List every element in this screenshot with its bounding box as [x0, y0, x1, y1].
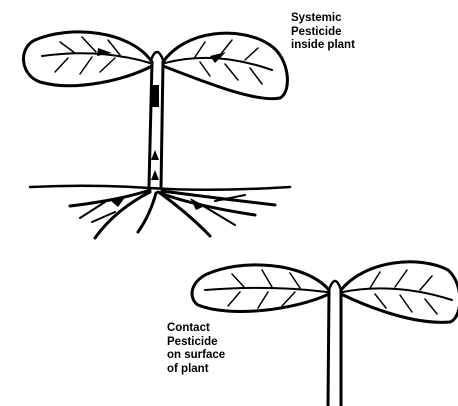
- contact-plant: [192, 262, 458, 406]
- left-leaf-vein: [42, 53, 150, 63]
- right-leaf-arrow: [210, 52, 226, 63]
- systemic-stem: [149, 62, 163, 188]
- contact-left-leaf-vein: [205, 288, 327, 292]
- contact-bud: [329, 281, 341, 290]
- systemic-pesticide-label: Systemic Pesticide inside plant: [291, 12, 355, 53]
- systemic-roots: [70, 190, 275, 238]
- contact-right-leaf-veins: [370, 270, 437, 314]
- stem-flow-mark: [151, 85, 159, 107]
- systemic-right-leaf: [163, 33, 287, 99]
- systemic-plant: [24, 32, 290, 238]
- label-line: Contact: [167, 322, 225, 336]
- stem-flow-arrow: [151, 150, 159, 160]
- contact-pesticide-label: Contact Pesticide on surface of plant: [167, 322, 225, 376]
- label-line: on surface: [167, 349, 225, 363]
- contact-stem: [328, 290, 341, 406]
- stem-flow-arrow: [151, 170, 159, 180]
- right-leaf-vein: [165, 58, 272, 70]
- label-line: Pesticide: [291, 26, 355, 40]
- systemic-bud: [151, 52, 163, 60]
- contact-right-leaf: [341, 262, 458, 323]
- label-line: of plant: [167, 363, 225, 377]
- label-line: Systemic: [291, 12, 355, 26]
- label-line: inside plant: [291, 39, 355, 53]
- contact-right-leaf-vein: [343, 288, 452, 300]
- right-leaf-veins: [195, 40, 262, 84]
- label-line: Pesticide: [167, 336, 225, 350]
